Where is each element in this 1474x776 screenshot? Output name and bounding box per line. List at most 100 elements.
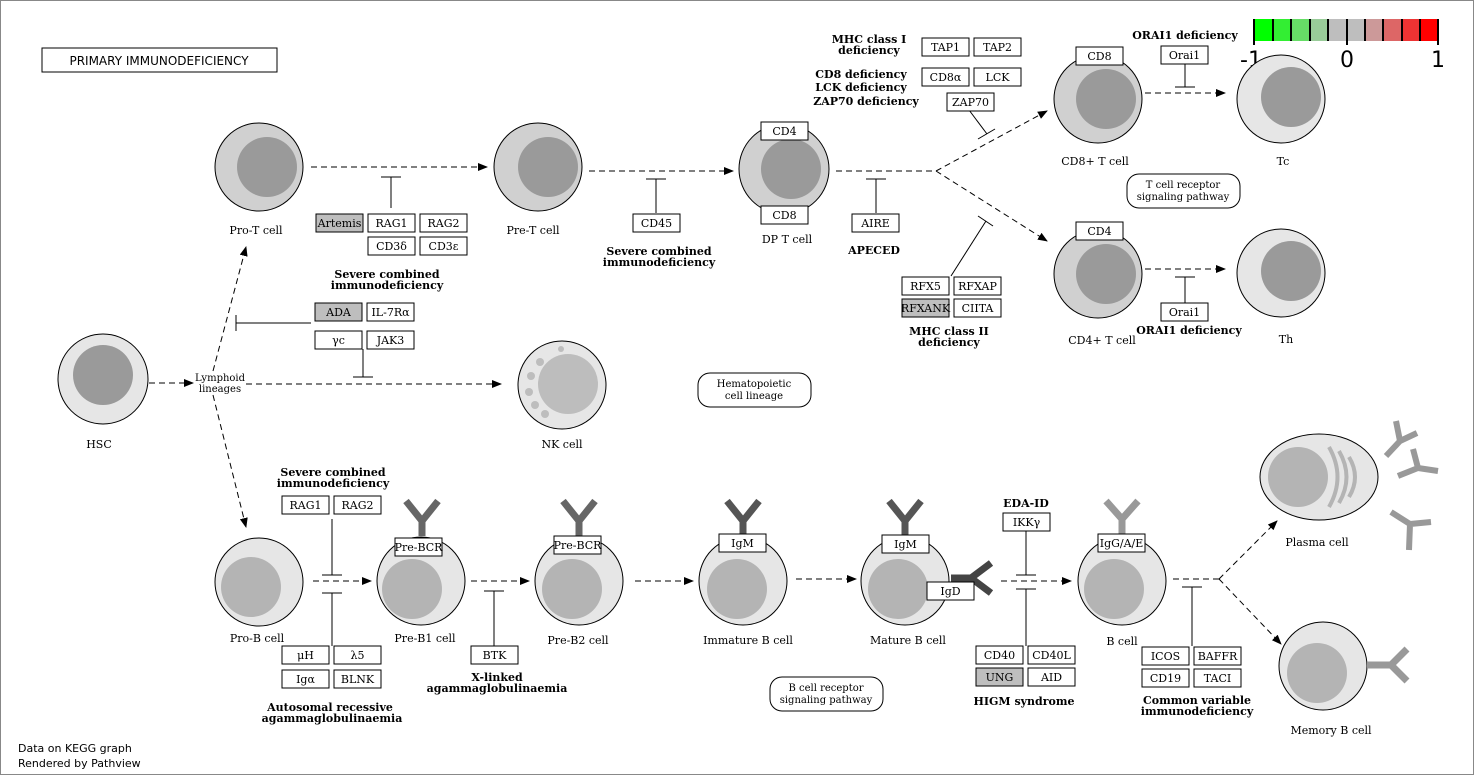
gene-cd3d[interactable]: CD3δ bbox=[367, 236, 416, 256]
disease-scid-t-2: immunodeficiency bbox=[331, 279, 444, 292]
legend-max-label: 1 bbox=[1431, 48, 1445, 73]
cell-pro-b[interactable]: Pro-B cell bbox=[214, 537, 304, 645]
cell-cd4-t[interactable]: CD4+ T cell bbox=[1053, 229, 1143, 347]
gene-ada[interactable]: ADA bbox=[314, 302, 363, 322]
gene-rag2-t[interactable]: RAG2 bbox=[419, 213, 468, 233]
color-legend: -1 0 1 bbox=[1240, 19, 1445, 73]
gene-igm2[interactable]: IgM bbox=[881, 534, 930, 554]
gene-artemis[interactable]: Artemis bbox=[315, 213, 364, 233]
diagram-title: PRIMARY IMMUNODEFICIENCY bbox=[41, 47, 278, 73]
cell-plasma[interactable]: Plasma cell bbox=[1259, 420, 1439, 551]
gene-cd3e[interactable]: CD3ε bbox=[419, 236, 468, 256]
svg-text:lineages: lineages bbox=[199, 384, 241, 395]
gene-tap2[interactable]: TAP2 bbox=[973, 37, 1022, 57]
gene-rag1-b[interactable]: RAG1 bbox=[281, 495, 330, 515]
gene-il7ra[interactable]: IL-7Rα bbox=[366, 302, 415, 322]
cell-pre-b2[interactable]: Pre-B2 cell bbox=[534, 498, 624, 647]
cell-pro-t[interactable]: Pro-T cell bbox=[214, 122, 304, 237]
legend-swatch bbox=[1309, 19, 1328, 41]
gene-taci[interactable]: TACI bbox=[1193, 668, 1242, 688]
gene-ung[interactable]: UNG bbox=[975, 667, 1024, 687]
svg-text:Hematopoietic: Hematopoietic bbox=[717, 379, 792, 390]
disease-labels: Severe combined immunodeficiency Severe … bbox=[262, 29, 1254, 725]
gene-ciita[interactable]: CIITA bbox=[953, 298, 1002, 318]
gene-rfxap[interactable]: RFXAP bbox=[953, 276, 1002, 296]
gene-orai1-mid[interactable]: Orai1 bbox=[1160, 302, 1209, 322]
gene-rag1-t[interactable]: RAG1 bbox=[367, 213, 416, 233]
cell-pre-t[interactable]: Pre-T cell bbox=[493, 122, 583, 237]
disease-mhc2-1: MHC class II bbox=[909, 325, 989, 338]
gene-aire[interactable]: AIRE bbox=[851, 213, 900, 233]
gene-btk[interactable]: BTK bbox=[470, 645, 519, 665]
gene-label: CIITA bbox=[962, 302, 995, 315]
gene-aid[interactable]: AID bbox=[1027, 667, 1076, 687]
cell-hsc[interactable]: HSC bbox=[57, 333, 149, 451]
gene-label: Orai1 bbox=[1169, 49, 1200, 62]
disease-ar-aga-1: Autosomal recessive bbox=[266, 701, 393, 714]
gene-label: CD8 bbox=[772, 209, 796, 222]
gene-label: RFX5 bbox=[910, 280, 941, 293]
disease-scid-t-1: Severe combined bbox=[334, 268, 439, 281]
gene-zap70[interactable]: ZAP70 bbox=[946, 92, 995, 112]
disease-apeced: APECED bbox=[847, 244, 900, 257]
gene-iga[interactable]: Igα bbox=[281, 669, 330, 689]
gene-label: CD3δ bbox=[376, 240, 407, 253]
gene-rfx5[interactable]: RFX5 bbox=[901, 276, 950, 296]
cell-th[interactable]: Th bbox=[1236, 228, 1326, 346]
cell-mature-b[interactable]: Mature B cell bbox=[860, 498, 994, 647]
gene-label: Pre-BCR bbox=[554, 539, 603, 552]
gene-cd8-dp[interactable]: CD8 bbox=[760, 205, 809, 225]
pathway-link-hematopoietic[interactable]: Hematopoietic cell lineage bbox=[697, 372, 812, 408]
cell-dp-t[interactable]: DP T cell bbox=[738, 123, 830, 246]
pathway-link-bcr[interactable]: B cell receptor signaling pathway bbox=[769, 676, 884, 712]
gene-label: TACI bbox=[1204, 672, 1231, 685]
cell-memory-b[interactable]: Memory B cell bbox=[1278, 621, 1410, 737]
footer-line2: Rendered by Pathview bbox=[18, 757, 141, 770]
cell-tc[interactable]: Tc bbox=[1236, 54, 1326, 168]
gene-prebcr1[interactable]: Pre-BCR bbox=[394, 537, 444, 557]
svg-text:Th: Th bbox=[1279, 333, 1293, 346]
cell-nk[interactable]: NK cell bbox=[517, 340, 607, 451]
gene-label: μH bbox=[297, 649, 314, 662]
gene-muh[interactable]: μH bbox=[281, 645, 330, 665]
gene-cd8-top[interactable]: CD8 bbox=[1075, 46, 1124, 66]
gene-tap1[interactable]: TAP1 bbox=[921, 37, 970, 57]
gene-baffr[interactable]: BAFFR bbox=[1193, 646, 1242, 666]
gene-icos[interactable]: ICOS bbox=[1141, 646, 1190, 666]
gene-blnk[interactable]: BLNK bbox=[333, 669, 382, 689]
gene-label: JAK3 bbox=[376, 334, 405, 347]
gene-cd19[interactable]: CD19 bbox=[1141, 668, 1190, 688]
gene-cd40l[interactable]: CD40L bbox=[1027, 645, 1076, 665]
cell-cd8-t[interactable]: CD8+ T cell bbox=[1053, 54, 1143, 168]
gene-igm1[interactable]: IgM bbox=[718, 533, 767, 553]
gene-label: RAG2 bbox=[427, 217, 459, 230]
gene-jak3[interactable]: JAK3 bbox=[366, 330, 415, 350]
gene-lck[interactable]: LCK bbox=[973, 67, 1022, 87]
svg-text:Pre-B2 cell: Pre-B2 cell bbox=[547, 634, 609, 647]
cell-b[interactable]: B cell bbox=[1077, 498, 1167, 648]
disease-xl-aga-2: agammaglobulinaemia bbox=[427, 682, 568, 695]
gene-cd8a[interactable]: CD8α bbox=[921, 67, 970, 87]
gene-rfxank[interactable]: RFXANK bbox=[901, 298, 951, 318]
gene-prebcr2[interactable]: Pre-BCR bbox=[553, 535, 603, 555]
gene-label: TAP2 bbox=[983, 41, 1012, 54]
cell-immature-b[interactable]: Immature B cell bbox=[698, 498, 793, 647]
svg-text:Plasma cell: Plasma cell bbox=[1285, 536, 1349, 549]
gene-cd40[interactable]: CD40 bbox=[975, 645, 1024, 665]
gene-igga[interactable]: IgG/A/E bbox=[1097, 533, 1146, 553]
svg-text:Memory B cell: Memory B cell bbox=[1290, 724, 1372, 737]
gene-igd[interactable]: IgD bbox=[926, 581, 975, 601]
gene-cd45[interactable]: CD45 bbox=[632, 213, 681, 233]
gene-l5[interactable]: λ5 bbox=[333, 645, 382, 665]
pathway-link-tcr[interactable]: T cell receptor signaling pathway bbox=[1126, 173, 1241, 209]
gene-cd4-mid[interactable]: CD4 bbox=[1075, 221, 1124, 241]
disease-orai1-mid: ORAI1 deficiency bbox=[1136, 324, 1242, 337]
gene-ikky[interactable]: IKKγ bbox=[1002, 512, 1051, 532]
gene-orai1-top[interactable]: Orai1 bbox=[1160, 45, 1209, 65]
gene-cd4-dp[interactable]: CD4 bbox=[760, 121, 809, 141]
gene-rag2-b[interactable]: RAG2 bbox=[333, 495, 382, 515]
cell-pre-b1[interactable]: Pre-B1 cell bbox=[376, 498, 466, 645]
gene-gc[interactable]: γc bbox=[314, 330, 363, 350]
legend-mid-label: 0 bbox=[1340, 48, 1354, 73]
legend-swatch bbox=[1327, 19, 1346, 41]
